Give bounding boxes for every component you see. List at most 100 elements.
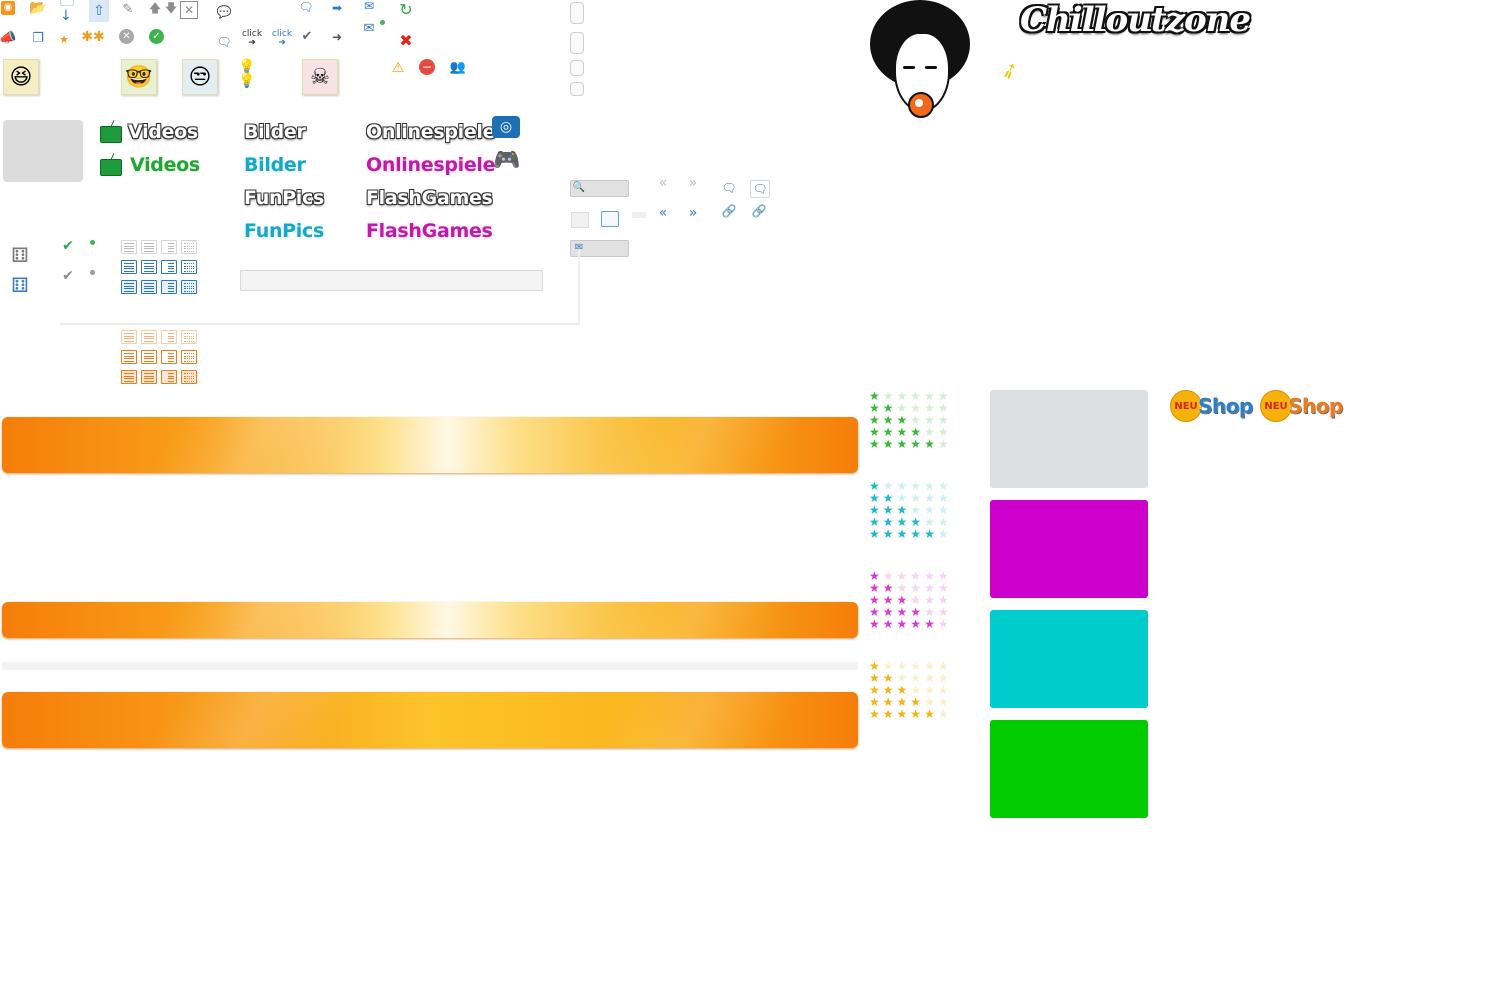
list-view-icon[interactable] [161,370,177,384]
scroll-pill-1[interactable] [570,2,584,24]
list-view-icon[interactable] [121,370,137,384]
dice-icon[interactable]: ⚅ [11,243,29,267]
dice-active-icon[interactable]: ⚅ [11,273,29,297]
star-rating-row[interactable]: ★★★★★★ [869,606,952,618]
list-view-icon[interactable] [141,370,157,384]
list-view-icon[interactable] [141,260,157,274]
list-view-icon[interactable] [181,260,197,274]
list-view-icon[interactable] [121,240,137,254]
star-rating-row[interactable]: ★★★★★★ [869,660,952,672]
neu-shop-button-hover[interactable]: NEU Shop [1260,390,1343,422]
check-icon[interactable]: ✔ [301,28,313,44]
neu-shop-button[interactable]: NEU Shop [1170,390,1253,422]
list-view-icon[interactable] [121,260,137,274]
megaphone-icon[interactable]: 📣 [0,30,17,46]
list-view-icon[interactable] [161,330,177,344]
checkbox-focus[interactable] [601,211,619,227]
click-forward-icon[interactable]: click➜ [241,29,263,48]
double-right-icon[interactable]: » [688,175,698,191]
double-left-icon[interactable]: « [658,175,668,191]
star-rating-row[interactable]: ★★★★★★ [869,708,952,720]
mail-icon[interactable]: ✉ [363,0,375,13]
minus-circle-icon[interactable]: − [419,59,435,75]
list-view-icon[interactable] [161,240,177,254]
list-view-icon[interactable] [181,240,197,254]
nav-onlinespiele-active-label[interactable]: Onlinespiele [366,154,496,176]
arrow-up-icon[interactable]: 🡅 [148,1,162,15]
star-rating-row[interactable]: ★★★★★★ [869,390,952,402]
checkbox-empty[interactable] [571,212,589,228]
edit-pencil-icon[interactable]: ✎ [122,1,134,17]
star-rating-row[interactable]: ★★★★★★ [869,570,952,582]
delete-x-icon[interactable]: ✖ [399,31,413,50]
star-rating-row[interactable]: ★★★★★★ [869,528,952,540]
star-rating-row[interactable]: ★★★★★★ [869,696,952,708]
list-view-icon[interactable] [161,260,177,274]
list-view-icon[interactable] [141,350,157,364]
list-view-icon[interactable] [181,330,197,344]
star-rating-row[interactable]: ★★★★★★ [869,480,952,492]
star-rating-row[interactable]: ★★★★★★ [869,594,952,606]
cancel-circle-icon[interactable]: ✕ [119,29,134,44]
nav-flashgames-active-label[interactable]: FlashGames [366,220,493,242]
comment-delete-icon[interactable]: 🗨 [750,180,770,198]
list-view-icon[interactable] [181,350,197,364]
link-alt-icon[interactable]: 🔗 [751,204,767,218]
arrow-down-icon[interactable]: 🡇 [164,1,178,15]
star-rating-row[interactable]: ★★★★★★ [869,582,952,594]
list-view-icon[interactable] [141,330,157,344]
copy-page-icon[interactable]: ❐ [32,30,44,46]
close-box-icon[interactable]: ✕ [180,1,198,19]
star-rating-row[interactable]: ★★★★★★ [869,438,952,450]
rss-icon[interactable]: ◉ [1,1,15,15]
folder-download-icon[interactable]: 🗀↓ [60,0,74,24]
star-rating-row[interactable]: ★★★★★★ [869,492,952,504]
text-input-field[interactable] [240,270,543,291]
link-icon[interactable]: 🔗 [721,204,737,218]
star-rating-row[interactable]: ★★★★★★ [869,402,952,414]
double-right-active-icon[interactable]: » [688,205,698,221]
arrow-right-icon[interactable]: ➜ [331,30,343,44]
comment-delete-icon[interactable]: 💬 [216,5,232,19]
star-rating-row[interactable]: ★★★★★★ [869,684,952,696]
forward-circle-icon[interactable]: ➡ [331,1,343,15]
star-rating-row[interactable]: ★★★★★★ [869,672,952,684]
open-mail-icon[interactable]: ✉ [363,20,375,36]
nav-bilder-label[interactable]: Bilder [244,121,306,143]
click-forward-blue-icon[interactable]: click➜ [271,29,293,48]
nav-funpics-active-label[interactable]: FunPics [244,220,324,242]
nav-videos-label[interactable]: Videos [128,121,198,143]
refresh-icon[interactable]: ↻ [399,0,413,19]
nav-bilder-active-label[interactable]: Bilder [244,154,306,176]
nav-funpics-label[interactable]: FunPics [244,187,324,209]
mail-input[interactable]: ✉ [570,240,629,257]
scroll-pill-4[interactable] [570,82,584,96]
nav-flashgames-label[interactable]: FlashGames [366,187,493,209]
list-view-icon[interactable] [161,350,177,364]
double-left-active-icon[interactable]: « [658,205,668,221]
scroll-pill-2[interactable] [570,32,584,54]
star-rating-row[interactable]: ★★★★★★ [869,414,952,426]
ok-circle-icon[interactable]: ✓ [149,29,164,44]
star-rating-row[interactable]: ★★★★★★ [869,504,952,516]
list-view-icon[interactable] [121,350,137,364]
star-rating-row[interactable]: ★★★★★★ [869,426,952,438]
folder-open-icon[interactable]: 📂 [29,0,47,16]
nav-onlinespiele-label[interactable]: Onlinespiele [366,121,496,143]
speech-bubble-icon[interactable]: 🗨 [298,0,314,14]
star-rating-row[interactable]: ★★★★★★ [869,516,952,528]
comment-plus-icon[interactable]: 🗨 [721,181,737,195]
upload-arrow-icon[interactable]: ⇧ [89,0,109,22]
list-view-icon[interactable] [161,280,177,294]
list-view-icon[interactable] [181,370,197,384]
comment-add-icon[interactable]: 🗨 [216,35,232,49]
list-view-icon[interactable] [181,280,197,294]
scroll-pill-3[interactable] [570,60,584,76]
list-view-icon[interactable] [141,280,157,294]
nav-videos-active-label[interactable]: Videos [130,154,200,176]
search-input[interactable]: 🔍 [570,180,629,197]
list-view-icon[interactable] [121,280,137,294]
list-view-icon[interactable] [121,330,137,344]
star-rating-row[interactable]: ★★★★★★ [869,618,952,630]
list-view-icon[interactable] [141,240,157,254]
